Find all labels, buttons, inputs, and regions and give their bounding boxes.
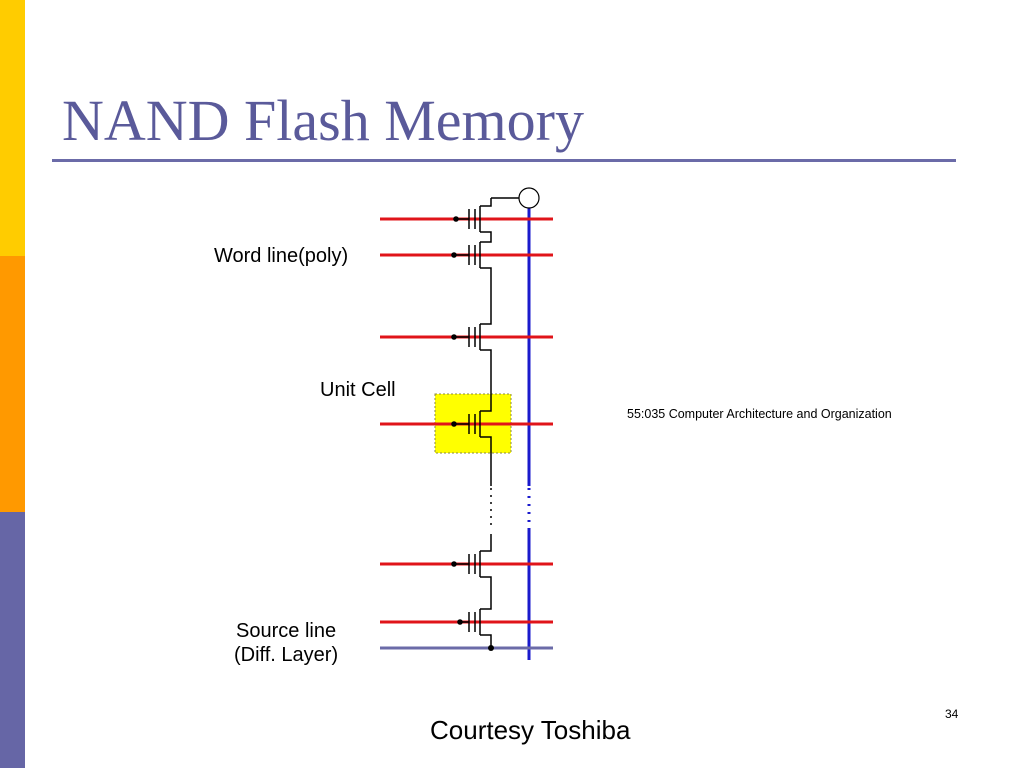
title-underline xyxy=(52,159,956,162)
course-footer: 55:035 Computer Architecture and Organiz… xyxy=(627,407,892,421)
slide-title: NAND Flash Memory xyxy=(62,88,584,153)
bit-line-contact xyxy=(518,187,540,209)
sidebar-bottom-band xyxy=(0,512,25,768)
source-line-label-line2: (Diff. Layer) xyxy=(234,644,339,666)
sidebar-middle-band xyxy=(0,256,25,512)
source-line-label: Source line (Diff. Layer) xyxy=(234,619,338,667)
courtesy-credit: Courtesy Toshiba xyxy=(430,715,631,745)
unit-cell-label: Unit Cell xyxy=(320,379,396,401)
page-number: 34 xyxy=(945,707,959,721)
word-line-label: Word line(poly) xyxy=(214,245,349,267)
source-line-label-line1: Source line xyxy=(236,620,337,642)
sidebar-top-band xyxy=(0,0,25,256)
gate-contact-dots xyxy=(451,216,494,651)
